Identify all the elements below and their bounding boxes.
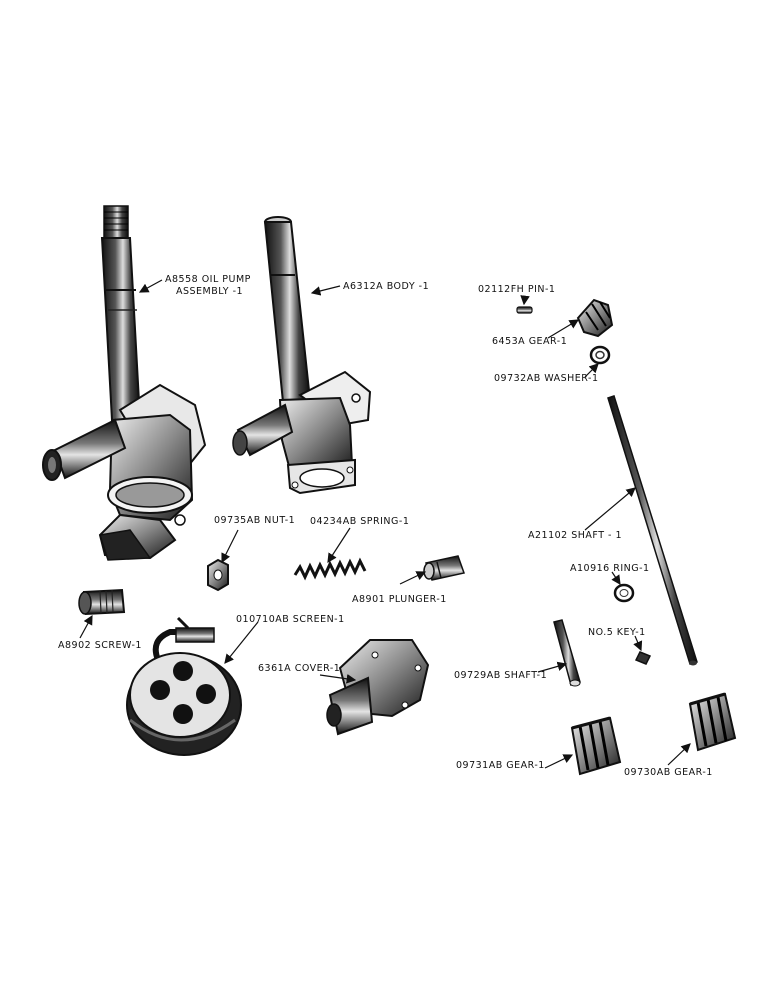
gear-6453a-part: [576, 298, 614, 338]
leader-nut: [221, 529, 239, 564]
label-cover: 6361A COVER-1: [258, 663, 341, 674]
label-gear-09730ab: 09730AB GEAR-1: [624, 767, 713, 778]
label-key: NO.5 KEY-1: [588, 627, 646, 638]
leader-lines: [79, 279, 691, 769]
leader-key: [633, 635, 643, 652]
label-short-shaft: 09729AB SHAFT-1: [454, 670, 548, 681]
leader-body: [310, 285, 341, 296]
leader-washer: [584, 363, 599, 378]
label-washer: 09732AB WASHER-1: [494, 373, 599, 384]
label-ring: A10916 RING-1: [570, 563, 650, 574]
leader-screw: [79, 614, 93, 639]
screw-part: [78, 588, 126, 616]
label-body: A6312A BODY -1: [343, 281, 430, 292]
leader-plunger: [399, 571, 427, 585]
ring-part: [613, 583, 635, 603]
label-gear-09731ab: 09731AB GEAR-1: [456, 760, 545, 771]
gear-09731ab-part: [570, 716, 622, 776]
label-plunger: A8901 PLUNGER-1: [352, 594, 447, 605]
cover-part: [326, 639, 430, 736]
long-shaft-part: [607, 395, 698, 666]
leader-screen: [224, 621, 259, 664]
leader-gear-6453a: [547, 319, 580, 339]
label-oil-pump-line2: ASSEMBLY -1: [176, 286, 244, 297]
pump-body: [232, 216, 372, 495]
label-nut: 09735AB NUT-1: [214, 515, 296, 526]
leader-spring: [327, 527, 351, 564]
washer-part: [589, 345, 611, 365]
key-part: [634, 651, 652, 665]
label-long-shaft: A21102 SHAFT - 1: [528, 530, 623, 541]
leader-short-shaft: [537, 661, 568, 673]
label-gear-6453a: 6453A GEAR-1: [492, 336, 568, 347]
gear-09730ab-part: [688, 692, 737, 752]
leader-ring: [611, 571, 621, 585]
leader-pin: [520, 295, 530, 306]
short-shaft-part: [553, 619, 581, 687]
leader-cover: [319, 674, 357, 684]
label-screen: 010710AB SCREEN-1: [236, 614, 345, 625]
label-spring: 04234AB SPRING-1: [310, 516, 410, 527]
nut-part: [207, 558, 229, 592]
leader-gear-09731ab: [544, 754, 574, 769]
leader-oil-pump: [138, 279, 163, 293]
screen-part: [126, 616, 242, 756]
spring-part: [293, 557, 367, 581]
leader-gear-09730ab: [667, 743, 691, 766]
label-pin: 02112FH PIN-1: [478, 284, 556, 295]
pin-part: [516, 306, 533, 314]
label-oil-pump-line1: A8558 OIL PUMP: [165, 274, 251, 285]
leader-long-shaft: [584, 487, 636, 531]
oil-pump-assembly: [42, 205, 207, 561]
plunger-part: [423, 555, 465, 581]
label-screw: A8902 SCREW-1: [58, 640, 142, 651]
